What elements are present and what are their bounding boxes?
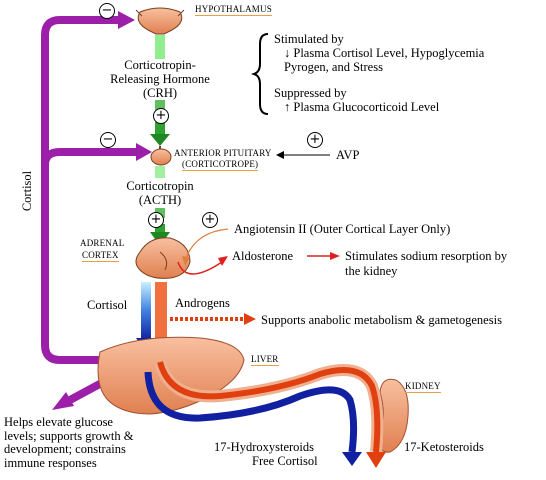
stimulated-line-2: Pyrogen, and Stress	[284, 60, 383, 74]
aldosterone-arrow	[177, 256, 228, 275]
effects-line-3: development; constrains	[4, 442, 126, 456]
minus-sign-icon: −	[99, 3, 115, 19]
crh-line-2: Releasing Hormone	[110, 72, 210, 86]
crh-label: Corticotropin- Releasing Hormone (CRH)	[100, 58, 220, 100]
plus-sign-icon: +	[153, 108, 169, 124]
anterior-pituitary-organ	[150, 146, 172, 166]
hydroxysteroids-label: 17-Hydroxysteroids	[214, 440, 314, 454]
cortex-label: CORTEX	[82, 250, 119, 262]
crh-line-1: Corticotropin-	[124, 58, 196, 72]
cortisol-adrenal-label: Cortisol	[87, 298, 128, 312]
cortisol-feedback-label: Cortisol	[20, 170, 34, 212]
crh-arrow	[150, 35, 170, 146]
liver-label: LIVER	[251, 354, 279, 366]
plus-sign-icon: +	[202, 212, 218, 228]
androgens-label: Androgens	[175, 296, 230, 310]
acth-line-1: Corticotropin	[126, 179, 194, 193]
sodium-arrow	[307, 252, 340, 260]
aldosterone-label: Aldosterone	[232, 249, 294, 263]
minus-sign-icon: −	[100, 132, 116, 148]
ketosteroids-label: 17-Ketosteroids	[404, 440, 484, 454]
cortisol-feedback-arrowheads	[52, 11, 152, 410]
angiotensin-line	[182, 228, 229, 266]
suppressed-line-1: ↑ Plasma Glucocorticoid Level	[284, 100, 440, 114]
kidney-label: KIDNEY	[405, 381, 441, 393]
avp-arrow	[276, 151, 330, 159]
effects-line-1: Helps elevate glucose	[4, 415, 113, 429]
free-cortisol-label: Free Cortisol	[252, 454, 318, 468]
effects-label: Helps elevate glucose levels; supports g…	[4, 415, 134, 470]
crh-line-3: (CRH)	[142, 86, 178, 100]
suppressed-title: Suppressed by	[274, 86, 347, 100]
angiotensin-label: Angiotensin II (Outer Cortical Layer Onl…	[234, 222, 451, 236]
sodium-line-1: Stimulates sodium resorption by	[345, 249, 508, 263]
stimulated-line-1: ↓ Plasma Cortisol Level, Hypoglycemia	[284, 46, 485, 60]
sodium-line-2: the kidney	[345, 264, 398, 278]
stimulated-title: Stimulated by	[274, 32, 344, 46]
corticotrope-label: (CORTICOTROPE)	[182, 159, 259, 171]
acth-line-2: (ACTH)	[138, 193, 182, 207]
anterior-pituitary-label: ANTERIOR PITUITARY	[174, 148, 272, 158]
acth-label: Corticotropin (ACTH)	[110, 179, 210, 207]
plus-sign-icon: +	[148, 212, 164, 228]
adrenal-label: ADRENAL	[80, 238, 125, 248]
plus-sign-icon: +	[307, 132, 323, 148]
ketosteroids-path	[154, 360, 386, 468]
avp-label: AVP	[336, 148, 360, 162]
adrenal-cortex-organ	[135, 237, 191, 279]
regulation-brace	[250, 33, 269, 115]
hypothalamus-organ	[135, 7, 185, 35]
effects-line-4: immune responses	[4, 455, 97, 470]
anabolic-label: Supports anabolic metabolism & gametogen…	[261, 313, 502, 327]
hypothalamus-label: HYPOTHALAMUS	[195, 4, 272, 16]
effects-line-2: levels; supports growth &	[4, 428, 134, 443]
free-cortisol-path	[144, 371, 362, 466]
